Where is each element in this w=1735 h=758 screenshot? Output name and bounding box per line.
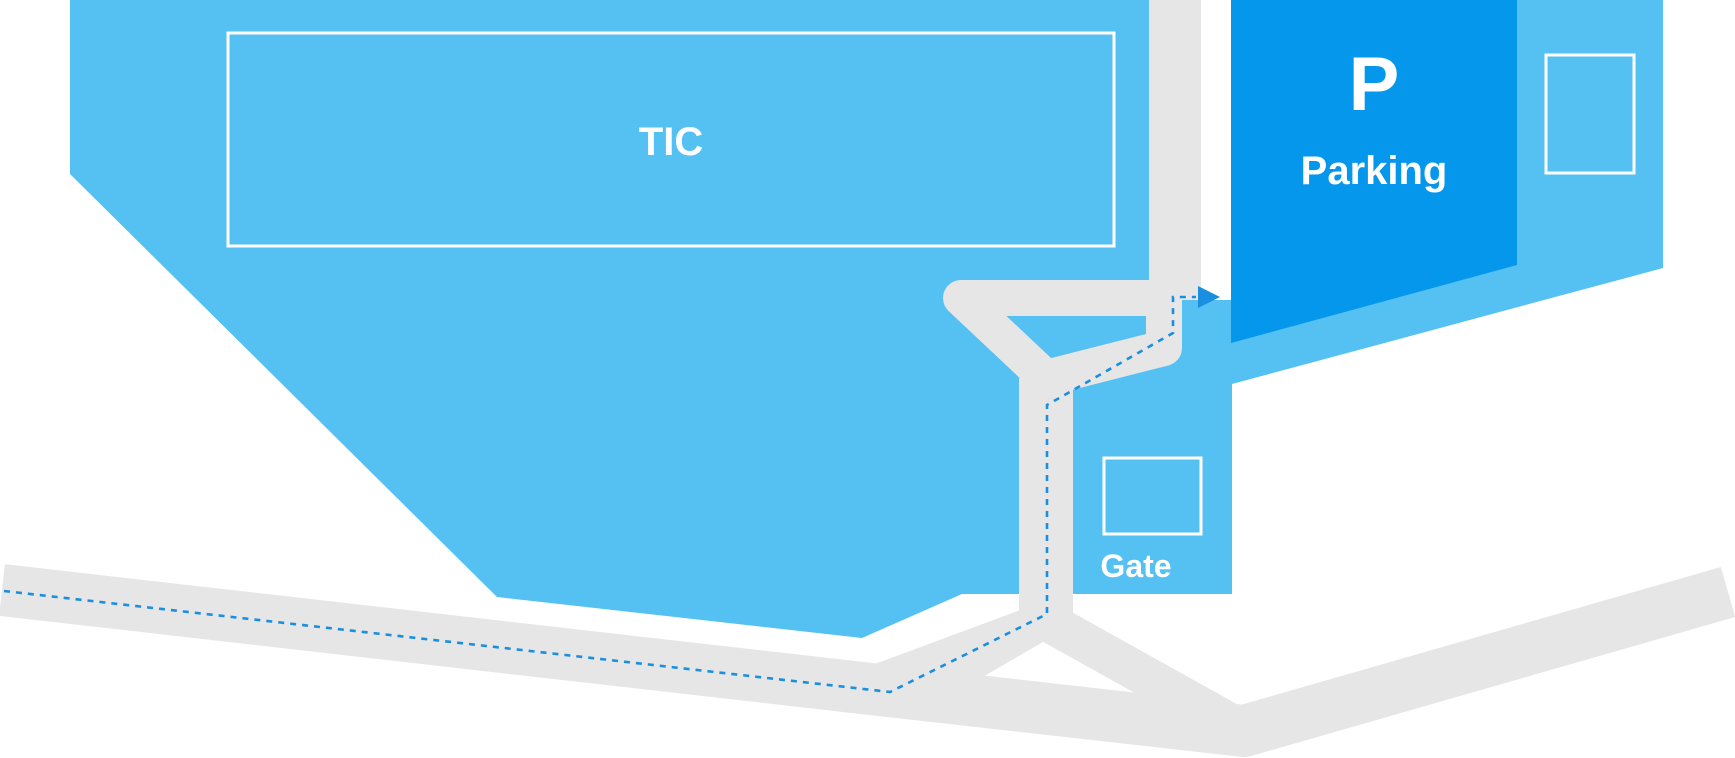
approach-road-left	[855, 602, 1063, 705]
gate-label: Gate	[1100, 548, 1171, 584]
tic-label: TIC	[639, 120, 703, 164]
walking-route	[3, 295, 1196, 694]
gate-lane-road	[1035, 602, 1254, 749]
parking-lot	[1231, 0, 1517, 343]
main-grounds-area	[70, 0, 1232, 638]
parking-label: Parking	[1301, 149, 1448, 193]
arrow-right-icon	[1198, 286, 1220, 308]
parking-symbol: P	[1349, 42, 1400, 127]
main-road	[0, 564, 1735, 757]
tic-building-outline	[226, 31, 1116, 248]
parking-side-building-outline	[1544, 53, 1636, 175]
gate-building-outline	[1102, 456, 1203, 536]
